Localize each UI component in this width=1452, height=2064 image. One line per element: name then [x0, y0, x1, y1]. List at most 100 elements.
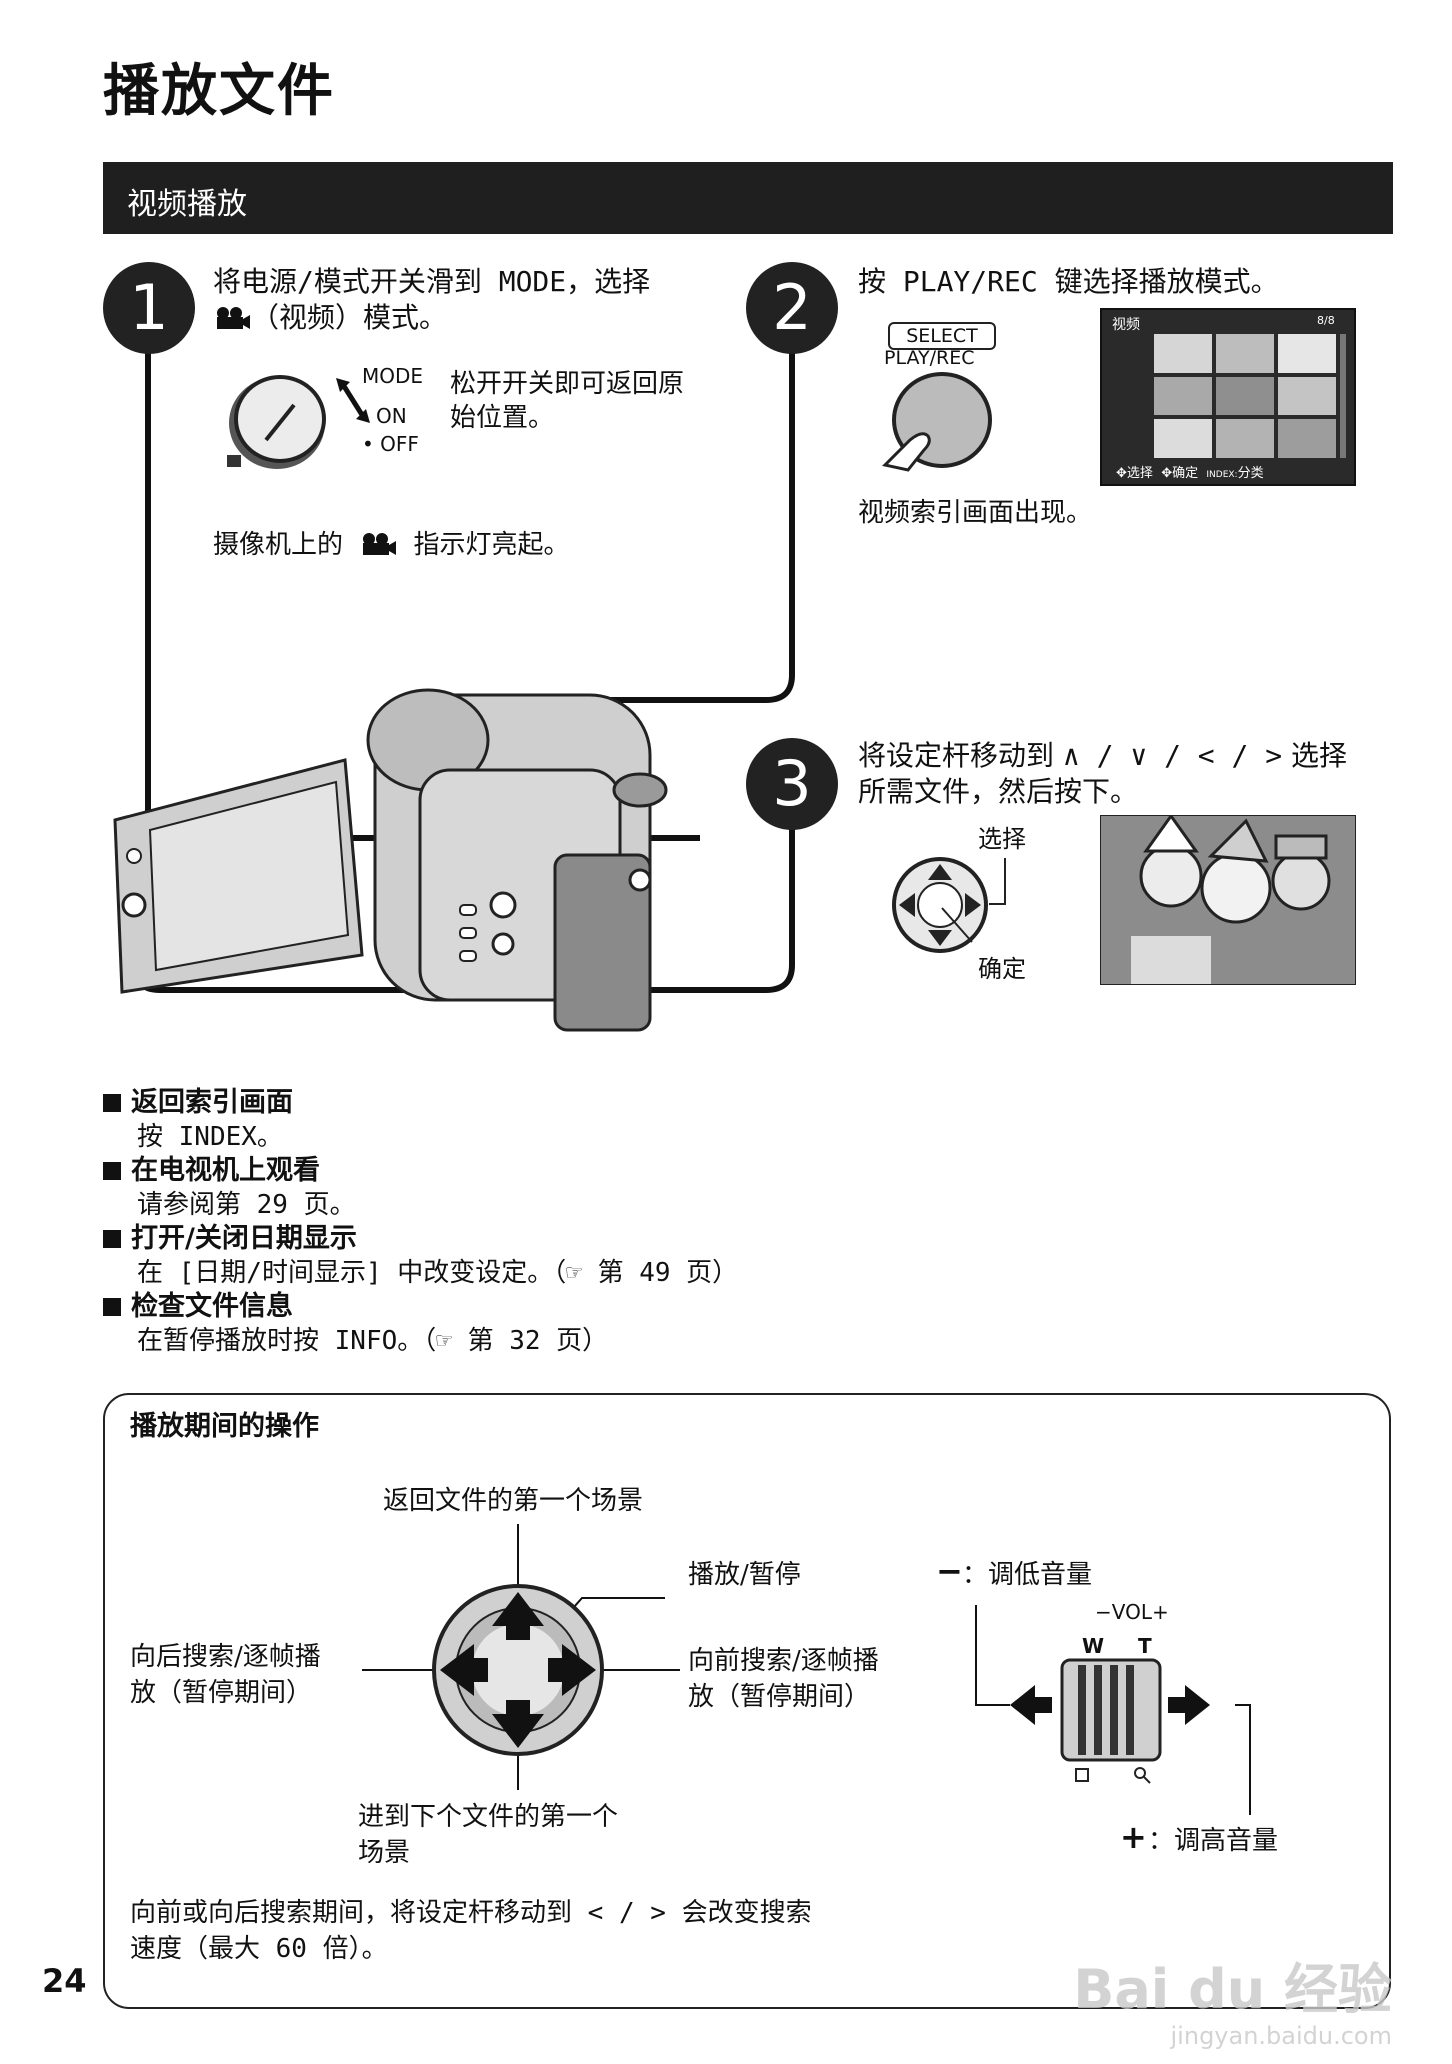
- notes-list: 返回索引画面 按 INDEX。 在电视机上观看 请参阅第 29 页。 打开/关闭…: [103, 1086, 863, 1358]
- step3-direction-symbols: ∧ / ∨ / < / >: [1062, 739, 1283, 772]
- operations-box: [103, 1393, 1391, 2009]
- playrec-button-icon[interactable]: [870, 370, 1000, 480]
- watermark-brand: Bai du 经验: [1073, 1958, 1392, 2021]
- step1-mode-text: （视频）模式。: [251, 301, 448, 334]
- right-arrow-icon: [1168, 1685, 1210, 1725]
- page-title: 播放文件: [103, 59, 335, 124]
- step1-line1: 将电源/模式开关滑到 MODE，选择: [213, 265, 651, 298]
- indicator-text-a: 摄像机上的: [213, 530, 344, 560]
- step3-number: 3: [746, 738, 838, 830]
- thumbnail[interactable]: [1278, 376, 1336, 416]
- left-arrow-icon: [1010, 1685, 1052, 1725]
- set-lever-icon[interactable]: [890, 850, 1000, 960]
- thumbnail[interactable]: [1216, 419, 1274, 458]
- ops-footer-line2: 速度（最大 60 倍）。: [130, 1934, 388, 1964]
- thumbnail[interactable]: [1154, 376, 1212, 416]
- select-button[interactable]: SELECT: [888, 322, 996, 350]
- note-body: 在 [日期/时间显示] 中改变设定。（☞ 第 49 页）: [137, 1258, 739, 1288]
- thumbnail[interactable]: [1216, 376, 1274, 416]
- lever-label-select: 选择: [978, 825, 1026, 853]
- note-body: 在暂停播放时按 INFO。（☞ 第 32 页）: [137, 1326, 609, 1356]
- op-left-line1: 向后搜索/逐帧播: [130, 1642, 321, 1672]
- vol-plus-label: ：调高音量: [1148, 1826, 1279, 1856]
- note-body: 请参阅第 29 页。: [137, 1190, 356, 1220]
- thumbnail[interactable]: [1154, 419, 1212, 458]
- step2-number: 2: [746, 262, 838, 354]
- dial-note-line1: 松开开关即可返回原: [450, 369, 685, 399]
- op-center-label: 播放/暂停: [688, 1560, 801, 1590]
- op-down-line1: 进到下个文件的第一个: [358, 1802, 619, 1832]
- zoom-lever-icon[interactable]: [970, 1585, 1260, 1815]
- dial-on-label: ON: [376, 404, 407, 428]
- screen-scrollbar: [1340, 334, 1346, 458]
- dial-mode-label: MODE: [362, 364, 424, 388]
- indicator-text-b: 指示灯亮起。: [413, 530, 570, 560]
- tele-icon: [1134, 1767, 1146, 1779]
- mode-dial-icon: [227, 375, 326, 469]
- bullet-square-icon: [103, 1298, 121, 1316]
- right-arrow-icon: [548, 1644, 596, 1696]
- step1-number: 1: [103, 262, 195, 354]
- op-left-line2: 放（暂停期间）: [130, 1678, 313, 1708]
- note-body: 按 INDEX。: [137, 1122, 283, 1152]
- left-arrow-icon: [440, 1644, 488, 1696]
- step2-text: 按 PLAY/REC 键选择播放模式。: [858, 265, 1279, 298]
- bullet-square-icon: [103, 1162, 121, 1180]
- thumbnail[interactable]: [1216, 334, 1274, 373]
- zoom-w-label: W: [1082, 1634, 1105, 1658]
- op-right-line1: 向前搜索/逐帧播: [688, 1646, 879, 1676]
- page-number: 24: [42, 1962, 87, 2000]
- down-arrow-icon: [492, 1700, 544, 1748]
- indicator-note: 摄像机上的 指示灯亮起。: [213, 528, 570, 562]
- step3-text-a: 将设定杆移动到: [858, 739, 1055, 772]
- section-title: 视频播放: [127, 187, 247, 222]
- note-title: 返回索引画面: [103, 1086, 863, 1120]
- thumbnail[interactable]: [1154, 334, 1212, 373]
- screen-footer-category: 分类: [1237, 466, 1264, 481]
- note-title: 打开/关闭日期显示: [103, 1222, 863, 1256]
- dpad-diagram: [362, 1524, 680, 1790]
- op-right-line2: 放（暂停期间）: [688, 1682, 871, 1712]
- select-callout: [989, 858, 1006, 905]
- movie-camera-icon: [359, 531, 397, 555]
- step3-line1: 将设定杆移动到 ∧ / ∨ / < / > 选择: [858, 738, 1347, 774]
- playback-screen: [1100, 815, 1356, 985]
- note-title: 检查文件信息: [103, 1290, 863, 1324]
- cartoon-image: [1101, 816, 1355, 984]
- screen-footer: ✥选择 ✥确定 INDEX:分类: [1116, 462, 1264, 481]
- step3-text-b: 选择: [1290, 739, 1347, 772]
- vol-minus-symbol: −: [936, 1552, 963, 1590]
- thumbnail-grid: [1154, 334, 1336, 458]
- section-bar: 视频播放: [103, 162, 1393, 234]
- op-up-label: 返回文件的第一个场景: [383, 1486, 644, 1516]
- vol-minus-label: ：调低音量: [962, 1560, 1093, 1590]
- ops-footer-line1: 向前或向后搜索期间，将设定杆移动到 < / > 会改变搜索: [130, 1898, 812, 1928]
- thumbnail[interactable]: [1278, 334, 1336, 373]
- playrec-label: PLAY/REC: [884, 347, 975, 369]
- step1-line2-wrap: （视频）模式。: [213, 300, 447, 336]
- zoom-t-label: T: [1138, 1634, 1152, 1658]
- thumbnail[interactable]: [1278, 419, 1336, 458]
- screen-title: 视频: [1112, 317, 1140, 333]
- vol-plus-symbol: +: [1120, 1818, 1147, 1856]
- op-down-line2: 场景: [358, 1838, 411, 1868]
- up-arrow-icon: [492, 1592, 544, 1640]
- screen-footer-index: INDEX:: [1206, 470, 1238, 480]
- bullet-square-icon: [103, 1230, 121, 1248]
- step3-line2: 所需文件，然后按下。: [858, 775, 1139, 808]
- lever-label-confirm: 确定: [978, 955, 1026, 983]
- dpad-small-icon: ✥: [1116, 466, 1127, 481]
- dpad-small-icon: ✥: [1161, 466, 1173, 481]
- dial-off-label: • OFF: [362, 432, 419, 456]
- screen-footer-confirm: 确定: [1172, 466, 1199, 481]
- screen-footer-select: 选择: [1126, 466, 1153, 481]
- watermark-url: jingyan.baidu.com: [1170, 2022, 1392, 2050]
- dial-note-line2: 始位置。: [450, 403, 555, 433]
- screen-counter: 8/8: [1317, 314, 1335, 327]
- bullet-square-icon: [103, 1094, 121, 1112]
- camcorder-illustration: [113, 688, 668, 1032]
- vol-label: −VOL+: [1095, 1600, 1169, 1624]
- switch-arrow-icon: [336, 378, 370, 423]
- ops-title: 播放期间的操作: [130, 1411, 319, 1442]
- wide-icon: [1075, 1768, 1089, 1782]
